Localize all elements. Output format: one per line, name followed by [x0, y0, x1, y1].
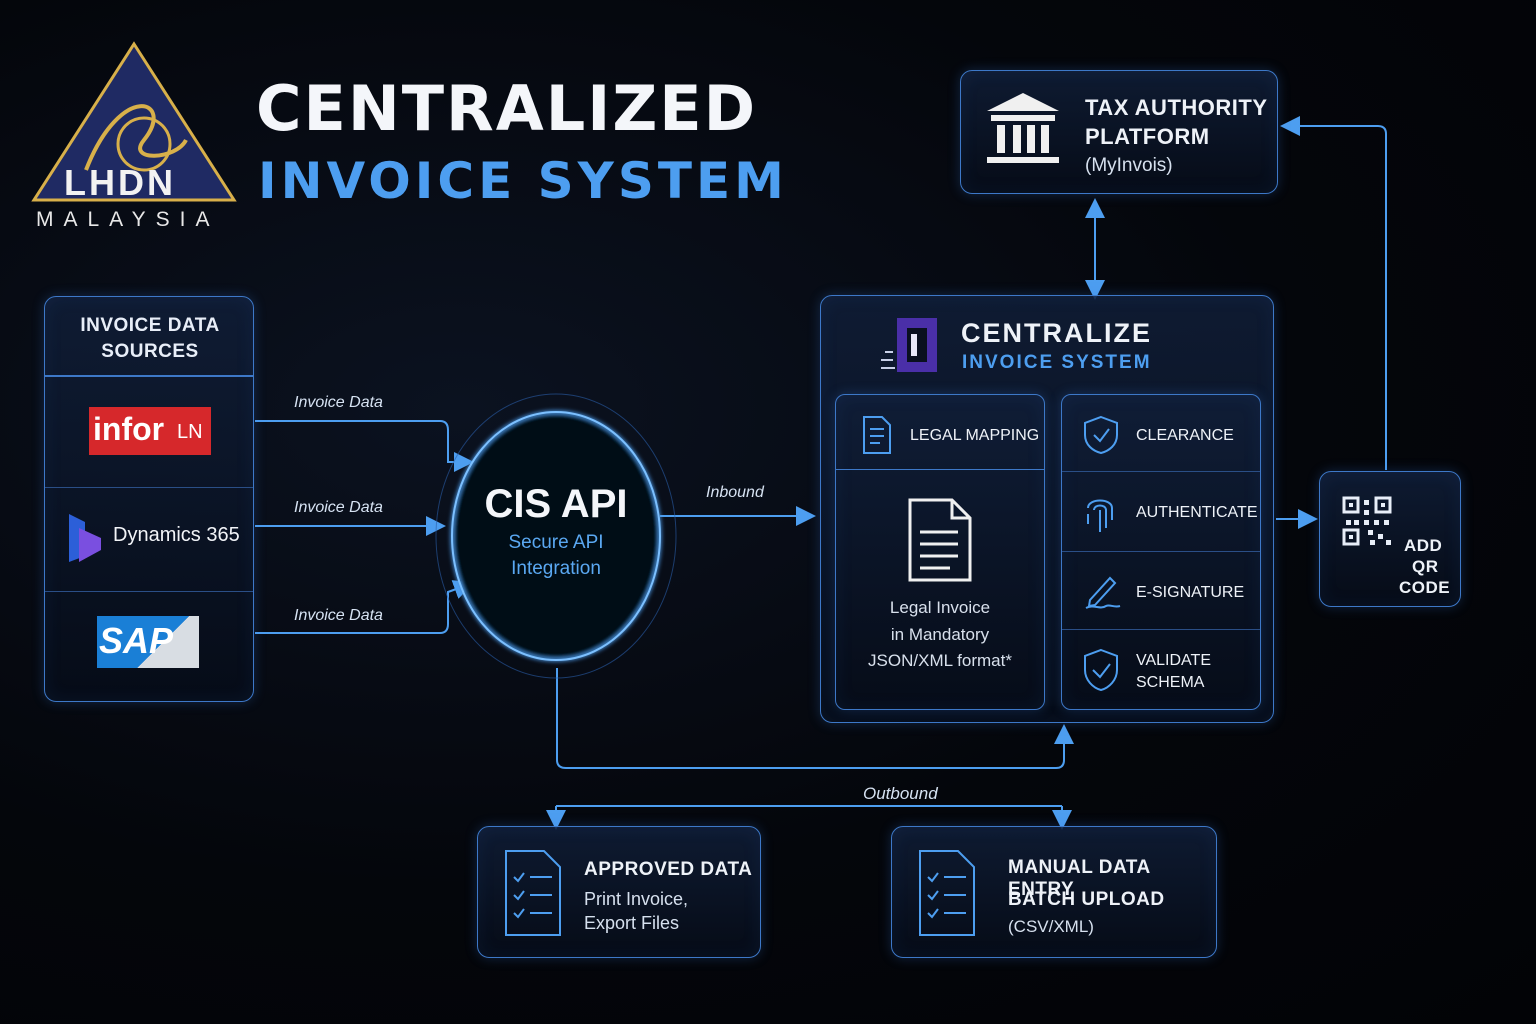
cis-api-node[interactable]: CIS API Secure API Integration [435, 393, 677, 679]
government-building-icon [987, 93, 1059, 163]
api-sub-line2: Integration [511, 558, 601, 579]
page-title-line2: INVOICE SYSTEM [258, 152, 788, 210]
tax-title-line2: PLATFORM [1085, 124, 1210, 149]
sources-title-line2: SOURCES [101, 341, 199, 362]
infor-logo-suffix: LN [177, 421, 203, 443]
legal-mapping-label: LEGAL MAPPING [910, 427, 1040, 444]
approved-title: APPROVED DATA [584, 859, 753, 880]
logo-country: MALAYSIA [36, 208, 220, 231]
processing-steps-card: CLEARANCE AUTHENTICATE E-SIGNATURE VALID… [1061, 394, 1261, 710]
infor-logo: infor LN [89, 407, 211, 455]
step-e-signature[interactable]: E-SIGNATURE [1062, 551, 1260, 629]
dynamics-365-label: Dynamics 365 [113, 524, 240, 546]
step-e-signature-label: E-SIGNATURE [1136, 584, 1245, 601]
sap-logo-text: SAP [99, 620, 174, 661]
step-authenticate-label: AUTHENTICATE [1136, 504, 1258, 521]
infor-logo-text: infor [93, 411, 165, 447]
cis-title-line2: INVOICE SYSTEM [962, 352, 1152, 373]
approved-line2: Export Files [584, 913, 680, 933]
page-title-line1: CENTRALIZED [256, 72, 758, 145]
source-sap[interactable]: SAP [45, 591, 253, 701]
lhdn-triangle-emblem [31, 41, 237, 202]
flow-label-invoice-data-3: Invoice Data [294, 607, 383, 624]
api-sub-line1: Secure API [508, 532, 604, 553]
step-clearance-label: CLEARANCE [1136, 427, 1234, 444]
centralize-invoice-system-panel: CENTRALIZE INVOICE SYSTEM LEGAL MAPPING … [820, 295, 1274, 723]
step-authenticate[interactable]: AUTHENTICATE [1062, 471, 1260, 551]
step-clearance[interactable]: CLEARANCE [1062, 395, 1260, 471]
cis-logo-icon [881, 318, 937, 372]
api-title: CIS API [484, 482, 628, 526]
document-icon [863, 416, 891, 454]
flow-label-invoice-data-1: Invoice Data [294, 394, 383, 411]
step-validate-schema[interactable]: VALIDATE SCHEMA [1062, 629, 1260, 709]
approved-data-node[interactable]: APPROVED DATA Print Invoice, Export File… [477, 826, 761, 958]
legal-invoice-line2: in Mandatory [890, 625, 990, 644]
fingerprint-icon [1087, 499, 1113, 532]
flow-label-invoice-data-2: Invoice Data [294, 499, 383, 516]
api-ring [435, 393, 677, 679]
legal-invoice-section: Legal Invoice in Mandatory JSON/XML form… [836, 469, 1044, 709]
source-infor[interactable]: infor LN [45, 375, 253, 487]
manual-title: MANUAL DATA ENTRY [1008, 857, 1150, 900]
qr-label-line1: ADD [1404, 536, 1443, 555]
logo-letters: LHDN [64, 162, 176, 203]
step-validate-label-line2: SCHEMA [1136, 674, 1205, 691]
lhdn-logo: LHDN MALAYSIA [26, 40, 242, 236]
source-dynamics-365[interactable]: Dynamics 365 [45, 487, 253, 591]
approved-line1: Print Invoice, [584, 889, 689, 909]
pen-signature-icon [1085, 576, 1121, 609]
step-validate-label-line1: VALIDATE [1136, 652, 1211, 669]
tax-title-line1: TAX AUTHORITY [1085, 95, 1268, 120]
manual-line3: (CSV/XML) [1008, 917, 1094, 936]
legal-invoice-line1: Legal Invoice [889, 598, 991, 617]
flow-label-inbound: Inbound [706, 484, 764, 501]
add-qr-code-node[interactable]: ADD QR CODE [1319, 471, 1461, 607]
sap-logo: SAP [97, 616, 199, 668]
shield-check-icon [1084, 415, 1118, 455]
tax-title-line3: (MyInvois) [1085, 155, 1173, 176]
qr-code-icon [1342, 496, 1392, 546]
flow-label-outbound: Outbound [863, 784, 938, 803]
dynamics-365-logo [69, 514, 101, 562]
legal-invoice-line3: JSON/XML format* [868, 651, 1012, 670]
legal-mapping-card: LEGAL MAPPING Legal Invoice in Mandatory… [835, 394, 1045, 710]
tax-authority-platform[interactable]: TAX AUTHORITY PLATFORM (MyInvois) [960, 70, 1278, 194]
qr-label-line2: QR [1412, 557, 1439, 576]
invoice-data-sources-panel: INVOICE DATA SOURCES infor LN Dynamics 3… [44, 296, 254, 702]
checklist-icon [505, 850, 561, 936]
legal-invoice-document-icon [908, 498, 972, 582]
qr-label-line3: CODE [1399, 578, 1451, 597]
checklist-icon-2 [919, 850, 975, 936]
manual-line2: BATCH UPLOAD [1008, 889, 1165, 910]
manual-data-entry-node[interactable]: MANUAL DATA ENTRY BATCH UPLOAD (CSV/XML) [891, 826, 1217, 958]
sources-title-line1: INVOICE DATA [80, 315, 220, 336]
cis-title-line1: CENTRALIZE [961, 318, 1152, 348]
shield-tick-icon [1084, 648, 1118, 692]
